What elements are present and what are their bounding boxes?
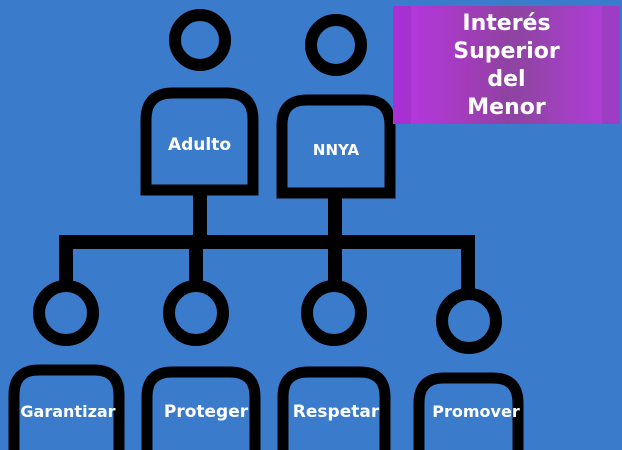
title-line: Superior <box>453 39 560 64</box>
nnya-body-icon <box>276 94 396 199</box>
respetar-body-icon <box>277 366 391 450</box>
respetar-head-icon <box>301 280 367 346</box>
node-label-proteger: Proteger <box>163 402 249 422</box>
promover-body-icon <box>413 372 524 450</box>
person-node-garantizar <box>8 280 125 450</box>
connector-horizontal-bar <box>59 235 475 290</box>
node-label-respetar: Respetar <box>292 402 380 422</box>
connectors <box>59 190 475 290</box>
node-label-nnya: NNYA <box>312 141 360 159</box>
garantizar-body-icon <box>8 364 125 450</box>
person-node-proteger <box>141 280 261 450</box>
title-line: Menor <box>467 95 546 120</box>
proteger-head-icon <box>163 280 229 346</box>
person-node-respetar <box>277 280 391 450</box>
garantizar-head-icon <box>33 280 99 346</box>
diagram-title: Interés Superior del Menor <box>393 10 620 122</box>
title-line: del <box>487 67 526 92</box>
adulto-body-icon <box>140 87 259 196</box>
title-line: Interés <box>462 11 551 36</box>
title-box: Interés Superior del Menor <box>393 6 620 124</box>
nnya-head-icon <box>305 14 367 76</box>
person-node-promover <box>413 288 524 450</box>
node-label-promover: Promover <box>432 402 520 421</box>
person-node-adulto <box>140 9 259 196</box>
proteger-body-icon <box>141 366 261 450</box>
node-label-adulto: Adulto <box>167 135 232 155</box>
promover-head-icon <box>436 288 502 354</box>
person-node-nnya <box>276 14 396 199</box>
adulto-head-icon <box>169 9 231 71</box>
node-label-garantizar: Garantizar <box>20 402 116 421</box>
title-box-gradient <box>411 6 602 124</box>
